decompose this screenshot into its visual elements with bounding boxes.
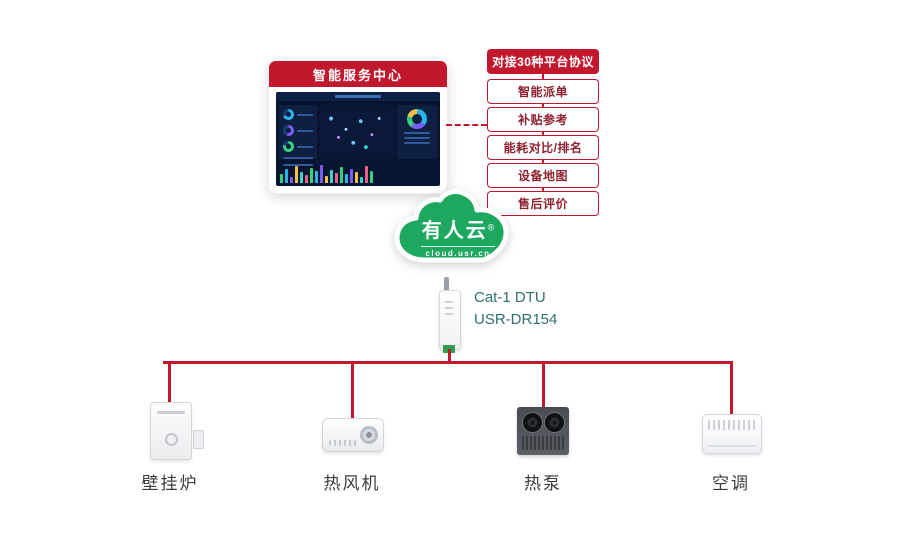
panel-row <box>283 125 313 136</box>
text-dash <box>297 113 313 116</box>
panel-row <box>283 109 313 120</box>
heat-pump-illustration <box>517 407 569 455</box>
dashboard-topbar <box>276 92 440 101</box>
donut-chart-icon <box>283 141 294 152</box>
antenna-icon <box>444 277 449 292</box>
dtu-type: Cat-1 DTU <box>474 289 546 306</box>
wall-boiler-illustration <box>150 402 192 460</box>
dtu-device <box>439 290 461 350</box>
dtu-drop-line <box>448 349 451 362</box>
registered-mark: ® <box>487 222 495 233</box>
dashed-connector <box>446 124 487 126</box>
panel-row <box>283 157 313 159</box>
feature-smart-dispatch: 智能派单 <box>487 79 599 104</box>
text-dash <box>283 164 313 166</box>
legend-dash <box>404 137 430 139</box>
device-label-boiler: 壁挂炉 <box>141 474 199 493</box>
cloud-icon <box>394 189 509 263</box>
aircon-drop-line <box>730 361 733 415</box>
service-center-monitor: 智能服务中心 <box>268 60 448 194</box>
legend-dash <box>404 132 430 134</box>
feature-subsidy-reference: 补贴参考 <box>487 107 599 132</box>
boiler-remote <box>193 430 204 449</box>
dashboard-left-panel <box>279 105 317 166</box>
feature-device-map: 设备地图 <box>487 163 599 188</box>
device-label-aircon: 空调 <box>712 474 750 493</box>
mini-bar-chart <box>280 162 436 183</box>
fan-icon <box>522 412 543 433</box>
feature-platform-protocols: 对接30种平台协议 <box>487 49 599 74</box>
text-dash <box>283 157 313 159</box>
text-dash <box>297 129 313 132</box>
dashboard-screen <box>276 92 440 186</box>
bus-line <box>163 361 733 364</box>
cloud-domain: cloud.usr.cn <box>421 246 495 258</box>
panel-row <box>283 141 313 152</box>
heater-drop-line <box>351 361 354 419</box>
donut-chart-icon <box>407 109 427 129</box>
feature-energy-ranking: 能耗对比/排名 <box>487 135 599 160</box>
donut-chart-icon <box>283 109 294 120</box>
legend-dash <box>404 142 430 144</box>
device-label-heater: 热风机 <box>323 474 381 493</box>
panel-row <box>283 164 313 166</box>
heatpump-drop-line <box>542 361 545 408</box>
monitor-title: 智能服务中心 <box>269 61 447 87</box>
device-label-heatpump: 热泵 <box>524 474 562 493</box>
dtu-label: Cat-1 DTU USR-DR154 <box>474 287 557 331</box>
cloud-brand-name: 有人云 <box>421 220 488 242</box>
dashboard-title-bar <box>335 95 381 98</box>
dashboard-right-panel <box>397 105 437 159</box>
cloud-text: 有人云® cloud.usr.cn <box>388 214 528 258</box>
air-conditioner-illustration <box>702 414 762 454</box>
donut-chart-icon <box>283 125 294 136</box>
hot-air-unit-illustration <box>322 418 384 452</box>
usr-cloud-logo: 有人云® cloud.usr.cn <box>388 188 528 272</box>
fan-icon <box>544 412 565 433</box>
feature-after-sales: 售后评价 <box>487 191 599 216</box>
text-dash <box>297 145 313 148</box>
dashboard-map-area <box>320 105 394 159</box>
boiler-drop-line <box>168 361 171 403</box>
dtu-model: USR-DR154 <box>474 310 558 328</box>
